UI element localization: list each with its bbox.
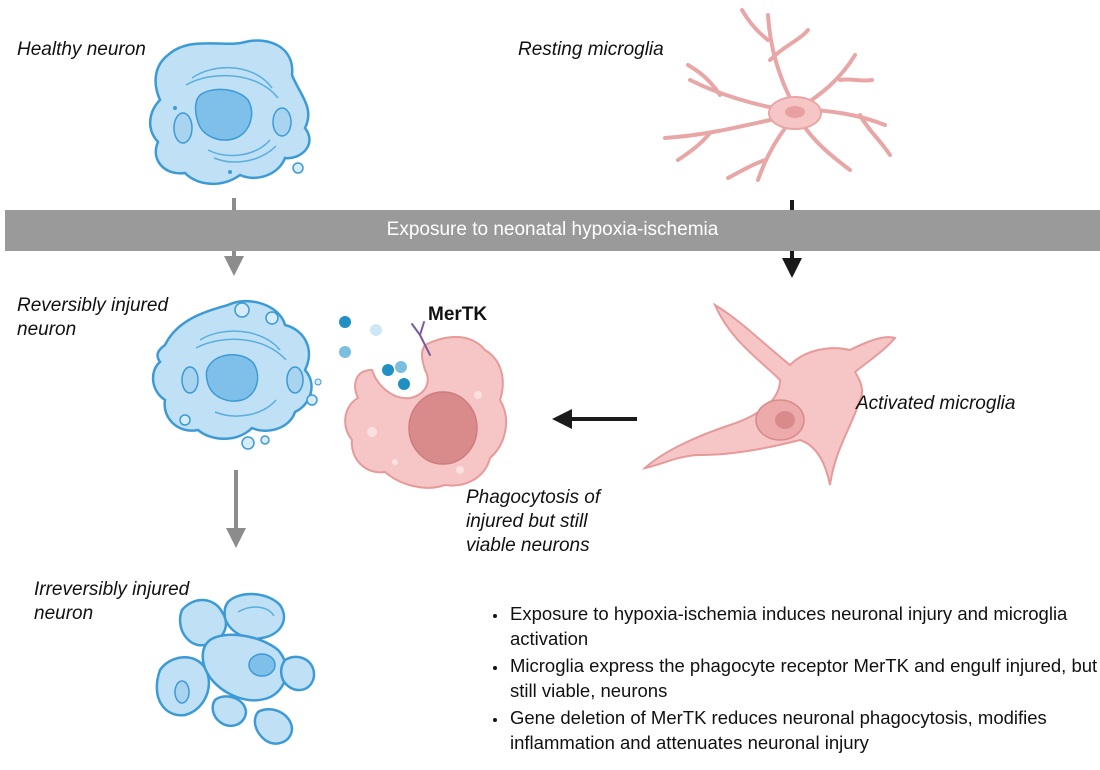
summary-item: Gene deletion of MerTK reduces neuronal … bbox=[508, 705, 1100, 755]
injured-neuron-icon bbox=[151, 299, 322, 450]
phagocytic-microglia-icon bbox=[344, 336, 508, 489]
phagocytosis-label-line: viable neurons bbox=[466, 535, 590, 556]
phagocytosis-label-line: injured but still bbox=[466, 511, 588, 532]
fragmented-neuron-icon bbox=[155, 592, 316, 745]
resting-microglia-icon bbox=[663, 8, 892, 182]
band-label: Exposure to neonatal hypoxia-ischemia bbox=[386, 219, 719, 240]
summary-item: Exposure to hypoxia-ischemia induces neu… bbox=[508, 601, 1100, 651]
reversible-label-line: Reversibly injured bbox=[17, 295, 169, 316]
phagocytosis-label: Phagocytosis of injured but still viable… bbox=[466, 486, 600, 558]
mertk-label: MerTK bbox=[428, 304, 488, 325]
healthy-neuron-label: Healthy neuron bbox=[17, 39, 146, 60]
phagocytosis-label-line: Phagocytosis of bbox=[466, 487, 601, 508]
exposure-band: Exposure to neonatal hypoxia-ischemia bbox=[5, 210, 1100, 251]
irreversible-label-line: neuron bbox=[34, 603, 94, 624]
summary-item: Microglia express the phagocyte receptor… bbox=[508, 653, 1100, 703]
debris-particles bbox=[339, 316, 410, 390]
reversible-label-line: neuron bbox=[17, 319, 77, 340]
reversible-neuron-label: Reversibly injured neuron bbox=[17, 294, 168, 342]
resting-microglia-label: Resting microglia bbox=[518, 39, 664, 60]
irreversible-neuron-label: Irreversibly injured neuron bbox=[34, 578, 189, 626]
activated-microglia-label: Activated microglia bbox=[856, 393, 1016, 414]
activated-microglia-icon bbox=[641, 302, 897, 486]
mertk-receptor-icon bbox=[411, 321, 431, 356]
summary-list: Exposure to hypoxia-ischemia induces neu… bbox=[486, 601, 1100, 757]
irreversible-label-line: Irreversibly injured bbox=[34, 579, 190, 600]
healthy-neuron-icon bbox=[149, 39, 311, 186]
